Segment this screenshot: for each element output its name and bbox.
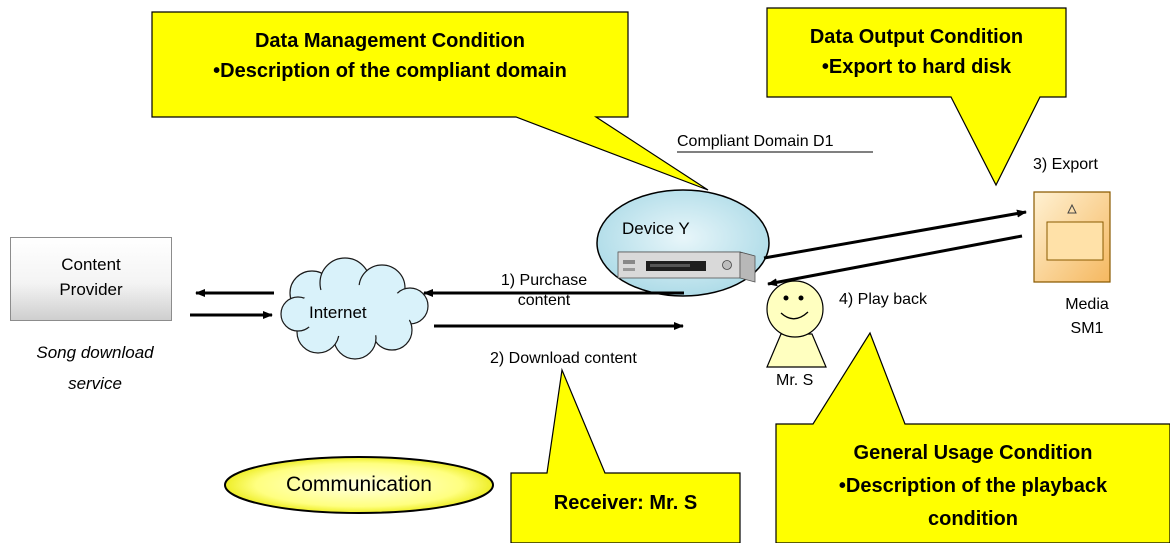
data-output-title: Data Output Condition	[809, 26, 1024, 48]
step-playback-label: 4) Play back	[839, 291, 928, 308]
general-usage-callout	[775, 331, 1170, 543]
general-usage-title: General Usage Condition	[853, 442, 1093, 464]
compliant-domain-label: Compliant Domain D1	[677, 133, 834, 150]
memory-card-icon	[1033, 191, 1111, 283]
general-usage-line2: condition	[928, 508, 1018, 530]
receiver-callout	[510, 367, 741, 543]
provider-caption: Song download service	[10, 337, 180, 399]
dvd-recorder-icon	[617, 251, 756, 283]
provider-caption-line1: Song download	[36, 343, 154, 362]
general-usage-line1: •Description of the playback	[838, 475, 1108, 497]
provider-caption-line2: service	[68, 374, 122, 393]
data-management-title: Data Management Condition	[254, 30, 525, 52]
content-provider-line2: Provider	[59, 280, 123, 299]
step-purchase-line2: content	[517, 292, 571, 309]
step-purchase-label: 1) Purchase content	[489, 271, 599, 311]
media-label: Media SM1	[1052, 293, 1122, 341]
content-provider-box: Content Provider	[10, 237, 172, 321]
person-icon	[766, 280, 827, 368]
internet-label: Internet	[309, 303, 367, 322]
cloud-icon	[280, 257, 429, 360]
content-provider-line1: Content	[61, 255, 121, 274]
arrow-export	[763, 209, 1027, 260]
general-usage-callout-text: General Usage Condition •Description of …	[776, 437, 1170, 536]
step-export-label: 3) Export	[1033, 156, 1098, 173]
communication-legend-label: Communication	[286, 473, 432, 496]
device-label: Device Y	[622, 219, 690, 238]
step-purchase-line1: 1) Purchase	[500, 272, 588, 289]
media-label-line1: Media	[1065, 296, 1109, 313]
person-label: Mr. S	[776, 372, 814, 389]
receiver-label: Receiver: Mr. S	[553, 492, 698, 514]
data-output-callout-text: Data Output Condition •Export to hard di…	[767, 22, 1066, 82]
receiver-callout-text: Receiver: Mr. S	[511, 488, 740, 518]
step-download-label: 2) Download content	[490, 350, 637, 367]
data-management-callout	[151, 11, 709, 191]
data-management-callout-text: Data Management Condition •Description o…	[152, 26, 628, 86]
data-output-callout	[766, 7, 1067, 187]
arrow-playback	[767, 234, 1023, 287]
compliant-domain-ellipse	[596, 189, 770, 297]
data-output-line: •Export to hard disk	[821, 56, 1012, 78]
communication-legend-ellipse	[224, 456, 494, 514]
data-management-line: •Description of the compliant domain	[213, 60, 567, 82]
media-label-line2: SM1	[1070, 320, 1104, 337]
